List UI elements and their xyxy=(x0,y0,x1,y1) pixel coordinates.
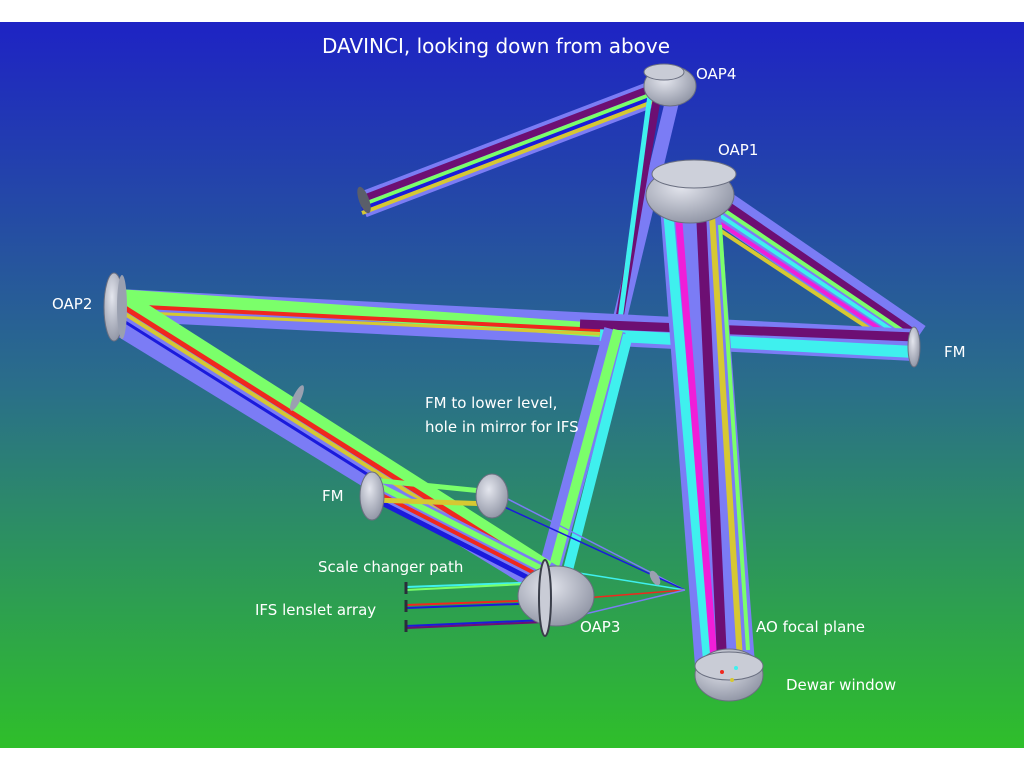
diagram-background xyxy=(0,22,1024,748)
fm-left-mirror xyxy=(359,471,385,521)
label-oap2: OAP2 xyxy=(52,295,92,313)
beam-crossing-to-oap3 xyxy=(537,327,633,578)
label-scale-changer-path: Scale changer path xyxy=(318,558,463,576)
label-oap1: OAP1 xyxy=(718,141,758,159)
input-aperture xyxy=(357,186,371,214)
label-oap3: OAP3 xyxy=(580,618,620,636)
focus-element xyxy=(649,570,661,586)
dewar-window xyxy=(694,648,764,702)
label-fm-right: FM xyxy=(944,343,966,361)
label-ifs-lenslet-array: IFS lenslet array xyxy=(255,601,376,619)
optical-elements xyxy=(103,63,921,702)
beam-oap1-to-dewar xyxy=(660,189,755,668)
oap2-mirror xyxy=(103,272,127,342)
beam-oap1-to-fm-right xyxy=(680,170,926,355)
labels: DAVINCI, looking down from above OAP4 OA… xyxy=(52,34,966,694)
label-ao-focal-plane: AO focal plane xyxy=(756,618,865,636)
fm-right-mirror xyxy=(907,326,921,368)
oap3-mirror xyxy=(517,559,595,637)
label-fm-left: FM xyxy=(322,487,344,505)
beam-fm-left-to-oap3 xyxy=(366,477,554,591)
oap4-mirror xyxy=(643,63,697,107)
diagram-title: DAVINCI, looking down from above xyxy=(322,34,670,58)
label-fm-lower-line1: FM to lower level, xyxy=(425,394,557,412)
beam-oap2-to-fm-right xyxy=(117,289,917,361)
label-fm-lower-line2: hole in mirror for IFS xyxy=(425,418,579,436)
label-dewar-window: Dewar window xyxy=(786,676,896,694)
label-oap4: OAP4 xyxy=(696,65,736,83)
beam-oap4-to-input xyxy=(357,75,673,218)
oap1-mirror xyxy=(645,159,737,224)
pickoff-mirror xyxy=(290,385,304,411)
beam-paths xyxy=(111,75,926,668)
fm-lower-level-mirror xyxy=(475,473,509,519)
